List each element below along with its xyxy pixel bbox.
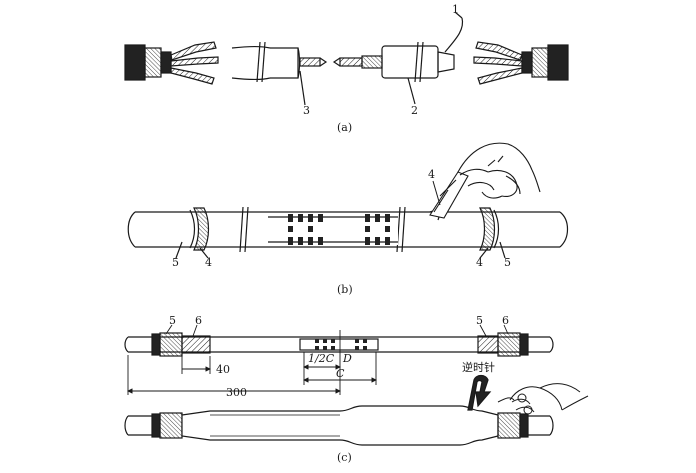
panel-c bbox=[124, 324, 589, 446]
dimension-lines bbox=[127, 330, 377, 395]
connector-sleeve-2 bbox=[332, 11, 464, 105]
label-b-left-5: 5 bbox=[172, 256, 179, 269]
lower-cable-heatshrink bbox=[124, 405, 554, 446]
caption-c: (c) bbox=[337, 451, 352, 464]
label-b-hand-4: 4 bbox=[428, 168, 435, 181]
panel-b bbox=[127, 142, 569, 259]
label-2: 2 bbox=[411, 104, 418, 117]
hand-with-knife bbox=[429, 142, 541, 219]
left-cable-end bbox=[124, 41, 219, 85]
counterclockwise-arrow bbox=[467, 374, 492, 411]
label-3: 3 bbox=[303, 104, 310, 117]
dim-40: 40 bbox=[216, 363, 230, 376]
label-c-right-5: 5 bbox=[476, 314, 483, 327]
hand-with-torch bbox=[497, 383, 589, 415]
label-1: 1 bbox=[452, 3, 459, 16]
caption-a: (a) bbox=[337, 121, 352, 134]
label-c-left-6: 6 bbox=[195, 314, 202, 327]
upper-cable-c bbox=[124, 332, 554, 357]
dim-300: 300 bbox=[226, 386, 247, 399]
dim-d: D bbox=[342, 352, 352, 365]
label-c-left-5: 5 bbox=[169, 314, 176, 327]
label-c-right-6: 6 bbox=[502, 314, 509, 327]
label-b-right-5: 5 bbox=[504, 256, 511, 269]
right-shield-band bbox=[429, 207, 506, 259]
rotate-note: 逆时针 bbox=[462, 360, 495, 374]
right-cable-end bbox=[473, 41, 569, 85]
panel-a bbox=[124, 11, 569, 106]
crimp-marks-b bbox=[288, 214, 390, 245]
caption-b: (b) bbox=[337, 283, 353, 296]
label-b-right-4: 4 bbox=[476, 256, 483, 269]
label-b-left-4: 4 bbox=[205, 256, 212, 269]
dim-c: C bbox=[336, 367, 345, 380]
connector-tube-3 bbox=[231, 41, 328, 106]
cable-body-b bbox=[127, 206, 569, 253]
dim-half-c: 1/2C bbox=[308, 352, 335, 365]
left-shield-band bbox=[175, 207, 210, 259]
